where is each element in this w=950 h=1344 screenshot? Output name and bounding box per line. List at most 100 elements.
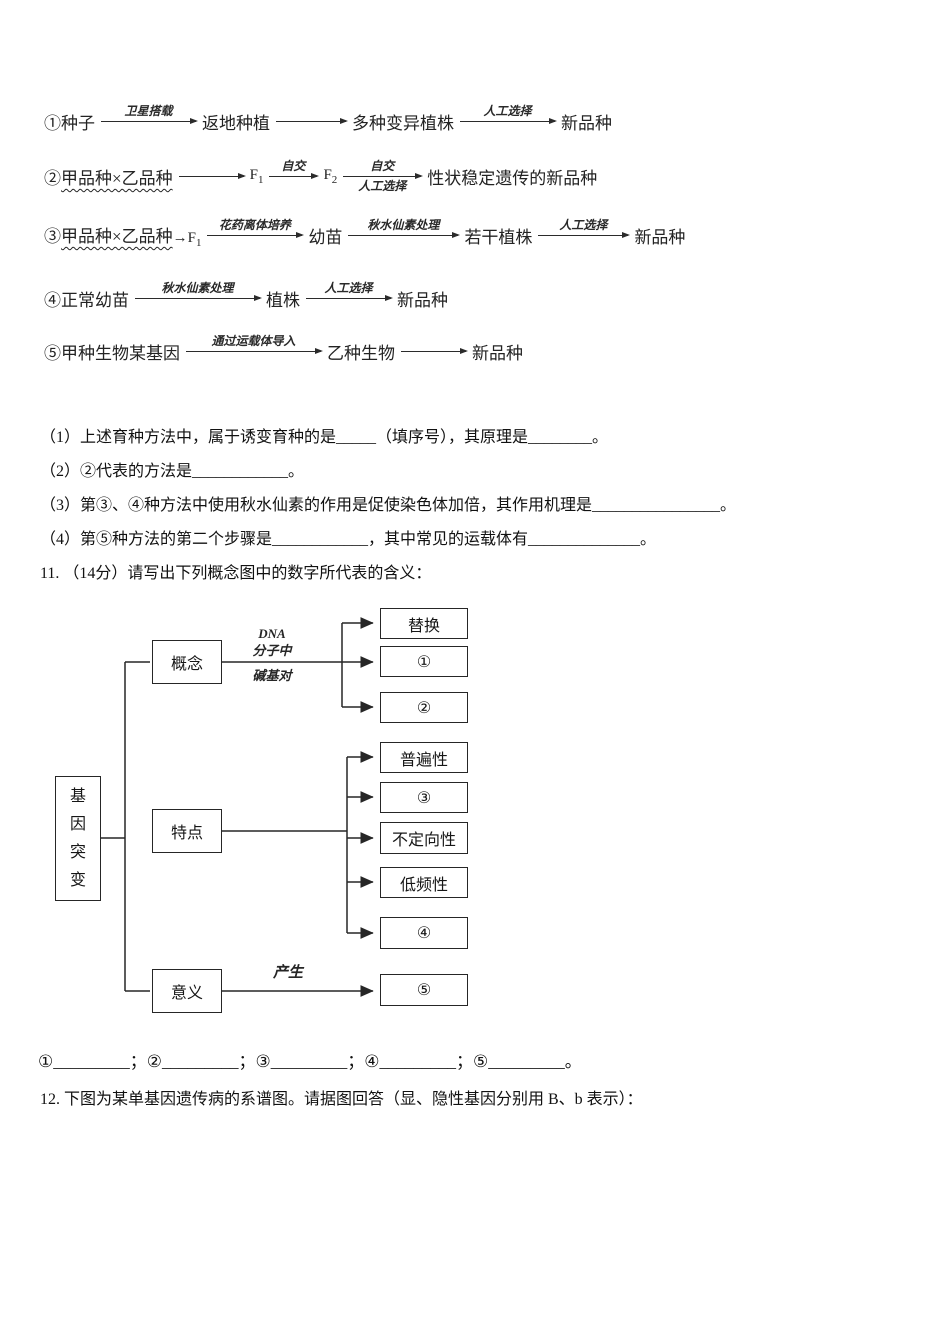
concept-box: 概念 <box>152 640 222 684</box>
flow-node: 返地种植 <box>202 114 270 133</box>
arrow-label-spacer <box>147 124 151 141</box>
arrow-shaft <box>207 231 305 238</box>
diagram-box-3: ③ <box>380 782 468 813</box>
arrow-label-spacer <box>291 179 295 196</box>
arrow-shaft <box>538 231 631 238</box>
arrow-label-spacer <box>209 179 213 196</box>
arrow-label: 人工选择 <box>358 179 407 193</box>
question-11-heading: 11. （14分）请写出下列概念图中的数字所代表的含义： <box>40 565 432 582</box>
arrow-label-spacer <box>432 354 436 371</box>
flow-arrow: 卫星搭载 <box>101 102 198 141</box>
flow-2: ②甲品种×乙品种 F1 自交 F2 自交 人工选择 性状稳定遗传的新品种 <box>44 157 950 196</box>
flow-arrow: 人工选择 <box>460 102 557 141</box>
question-10-subquestions: （1）上述育种方法中，属于诱变育种的是_____（填序号），其原理是______… <box>0 421 950 557</box>
flow-node: ②甲品种×乙品种 <box>44 164 173 189</box>
arrow-shaft <box>178 172 246 179</box>
arrow-label: 人工选择 <box>483 104 532 118</box>
arrow-label: 人工选择 <box>559 218 608 232</box>
flow-node: 新品种 <box>472 344 523 363</box>
flow-arrow <box>401 332 468 371</box>
to-f1-arrow: →F1 <box>173 230 202 249</box>
arrow-label-spacer <box>347 301 351 318</box>
question-text: （2）②代表的方法是____________。 <box>40 463 305 480</box>
flow-node: 若干植株 <box>464 228 533 247</box>
arrow-label: 自交 <box>281 159 306 173</box>
question-text: （1）上述育种方法中，属于诱变育种的是_____（填序号），其原理是______… <box>40 429 609 446</box>
generation-subscript: 1 <box>195 237 202 249</box>
flow-node: 乙种生物 <box>327 344 395 363</box>
connector-line <box>222 623 343 707</box>
arrow-shaft <box>101 117 198 124</box>
arrow-label-spacer <box>506 124 510 141</box>
flow-arrow: 自交 <box>269 157 320 196</box>
flow-node: ④正常幼苗 <box>44 291 129 310</box>
flow-number: ② <box>44 169 61 188</box>
produce-label: 产生 <box>272 965 303 981</box>
gene-mutation-concept-map: 基因突变 概念 特点 意义 DNA 分子中 碱基对 产生 替换 ① ② 普遍性 … <box>48 601 488 1029</box>
flow-1: ①种子 卫星搭载 返地种植 多种变异植株 人工选择 新品种 <box>44 102 950 141</box>
arrow-shaft <box>460 117 557 124</box>
dna-basepair-label-top: DNA 分子中 <box>252 626 292 658</box>
diagram-box-substitution: 替换 <box>380 608 468 639</box>
arrow-shaft <box>269 172 320 179</box>
generation-symbol: F <box>323 167 332 183</box>
diagram-box-4: ④ <box>380 917 468 949</box>
arrow-label-spacer <box>309 102 313 119</box>
exam-page: ①种子 卫星搭载 返地种植 多种变异植株 人工选择 新品种 ②甲品种×乙品种 <box>0 102 950 1108</box>
flow-node: ③甲品种×乙品种→F1 <box>44 222 201 249</box>
arrow-label-spacer <box>253 238 257 255</box>
arrow-label-spacer <box>581 238 585 255</box>
arrow-label-spacer <box>209 157 213 174</box>
arrow-shaft <box>348 231 461 238</box>
flow-node: 幼苗 <box>308 228 343 247</box>
diagram-box-2: ② <box>380 692 468 723</box>
diagram-box-universality: 普遍性 <box>380 742 468 773</box>
arrow-label-spacer <box>401 238 405 255</box>
arrow-label-spacer <box>196 301 200 318</box>
connector-line <box>222 757 348 933</box>
arrow-label-spacer <box>432 332 436 349</box>
diagram-box-nondirectional: 不定向性 <box>380 822 468 854</box>
arrow-shaft <box>276 117 348 124</box>
root-label: 基因突变 <box>69 787 86 889</box>
flow-arrow: 自交 人工选择 <box>343 157 424 196</box>
flow-number: ③ <box>44 227 61 246</box>
flow-3: ③甲品种×乙品种→F1 花药离体培养 幼苗 秋水仙素处理 若干植株 人工选择 新… <box>44 216 950 255</box>
arrow-label: 花药离体培养 <box>218 218 291 232</box>
flow-node: 性状稳定遗传的新品种 <box>427 169 598 188</box>
arrow-label: 自交 <box>370 159 395 173</box>
diagram-box-1: ① <box>380 646 468 677</box>
generation-subscript: 1 <box>257 174 264 186</box>
flow-arrow <box>276 102 348 141</box>
diagram-connectors <box>101 617 374 997</box>
generation-f1: F1 <box>250 167 264 186</box>
arrow-label: 秋水仙素处理 <box>367 218 440 232</box>
flow-node: 新品种 <box>634 228 686 247</box>
flow-arrow: 花药离体培养 <box>207 216 305 255</box>
flow-4: ④正常幼苗 秋水仙素处理 植株 人工选择 新品种 <box>44 279 950 318</box>
root-box-gene-mutation: 基因突变 <box>55 776 101 901</box>
flow-arrow: 人工选择 <box>306 279 393 318</box>
flow-arrow: 通过运载体导入 <box>186 332 323 371</box>
flow-node: ⑤甲种生物某基因 <box>44 344 180 363</box>
dna-basepair-label-bottom: 碱基对 <box>252 668 292 683</box>
flow-arrow <box>178 157 246 196</box>
flow-node: 植株 <box>266 291 300 310</box>
arrow-label-spacer <box>252 354 256 371</box>
arrow-shaft <box>306 294 393 301</box>
question-12-heading: 12. 下图为某单基因遗传病的系谱图。请据图回答（显、隐性基因分别用 B、b 表… <box>40 1091 643 1108</box>
meaning-box: 意义 <box>152 969 222 1013</box>
generation-symbol: F <box>249 167 258 183</box>
flow-arrow: 秋水仙素处理 <box>348 216 461 255</box>
arrow-label: 卫星搭载 <box>124 104 173 118</box>
arrow-shaft <box>186 347 323 354</box>
arrow-label-spacer <box>309 124 313 141</box>
generation-f2: F2 <box>323 167 337 186</box>
diagram-box-lowfrequency: 低频性 <box>380 867 468 898</box>
flow-node: 新品种 <box>397 291 448 310</box>
question-text: （3）第③、④种方法中使用秋水仙素的作用是促使染色体加倍，其作用机理是_____… <box>40 497 737 514</box>
flow-arrow: 人工选择 <box>538 216 631 255</box>
breeding-flowcharts: ①种子 卫星搭载 返地种植 多种变异植株 人工选择 新品种 ②甲品种×乙品种 <box>0 102 950 371</box>
flow-node: 多种变异植株 <box>352 114 454 133</box>
arrow-shaft <box>343 172 424 179</box>
